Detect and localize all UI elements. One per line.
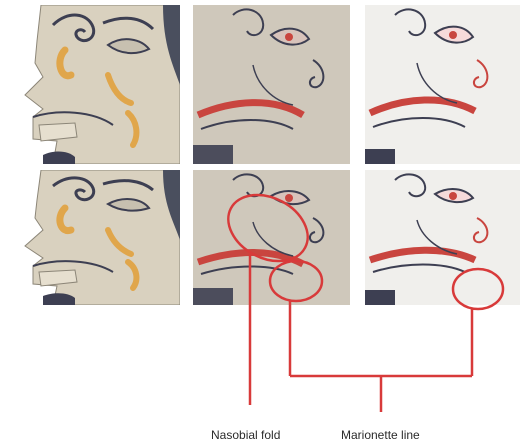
panel-row1-sketch xyxy=(193,5,350,164)
wayang-face-original-image xyxy=(13,5,180,164)
wayang-face-sketch-image xyxy=(193,170,350,305)
panel-row2-clean xyxy=(365,170,520,305)
panel-row1-original xyxy=(13,5,180,164)
panel-row2-original xyxy=(13,170,180,305)
wayang-face-original-image xyxy=(13,170,180,305)
wayang-face-clean-image xyxy=(365,170,520,305)
wayang-face-sketch-image xyxy=(193,5,350,164)
panel-row2-sketch xyxy=(193,170,350,305)
wayang-face-clean-image xyxy=(365,5,520,164)
nasobial-fold-label: Nasobial fold xyxy=(211,428,280,442)
marionette-line-label: Marionette line xyxy=(341,428,420,442)
panel-row1-clean xyxy=(365,5,520,164)
